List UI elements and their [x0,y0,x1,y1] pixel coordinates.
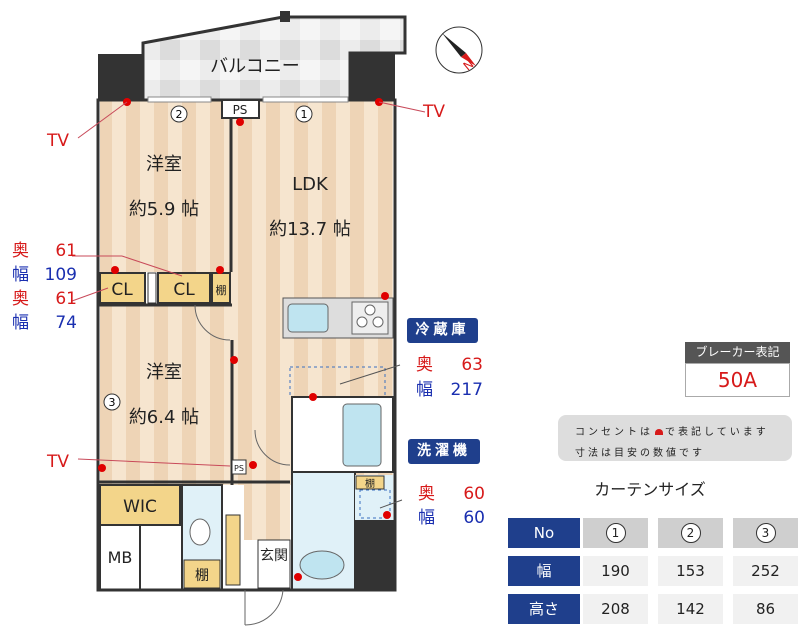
note-line1a: コンセントは [575,427,653,438]
ps-label: PS [233,103,248,117]
curtain-title: カーテンサイズ [594,480,706,499]
curtain-no-3: 3 [733,518,798,548]
note-line1b: で表記しています [665,427,769,438]
mb-label: MB [108,548,133,567]
curtain-height-2: 142 [658,594,723,624]
compass-needle [442,33,466,57]
breaker-header: ブレーカー表記 [685,342,790,363]
outlet-icon [655,429,663,435]
wic-label: WIC [123,497,157,517]
note-box: コンセントは で表記しています 寸法は目安の数値です [558,415,792,461]
tv-label-2: TV [423,102,446,122]
outlet-markers [98,98,391,581]
fridge-tag: 冷蔵庫 [407,318,478,343]
note-line2: 寸法は目安の数値です [575,448,705,459]
ldk-size: 約13.7 帖 [269,219,351,240]
closet-1-label: CL [111,280,133,300]
curtain-no-1: 1 [583,518,648,548]
curtain-height-3: 86 [733,594,798,624]
curtain-header-height: 高さ [508,594,580,624]
shelf-1-label: 棚 [216,283,227,297]
balcony-label: バルコニー [210,56,300,77]
curtain-header-width: 幅 [508,556,580,586]
shelf-3-label: 棚 [365,477,375,490]
tv-label-1: TV [47,131,70,151]
window-3-marker: 3 [109,396,116,409]
shelf-2-label: 棚 [195,568,209,584]
entrance-label-text: 玄関 [260,547,288,564]
ldk-name: LDK [292,174,329,195]
western-room-1-name: 洋室 [146,154,182,175]
western-room-2-size: 約6.4 帖 [129,407,199,428]
western-room-2-name: 洋室 [146,362,182,383]
curtain-width-1: 190 [583,556,648,586]
tv-label-3: TV [47,452,70,472]
curtain-height-1: 208 [583,594,648,624]
ps-label-2: PS [234,464,244,473]
breaker-value: 50A [685,363,790,397]
curtain-no-2: 2 [658,518,723,548]
curtain-width-2: 153 [658,556,723,586]
window-1-marker: 1 [301,108,308,121]
curtain-header-no: No [508,518,580,548]
washer-tag: 洗濯機 [408,439,480,464]
curtain-width-3: 252 [733,556,798,586]
closet-2-label: CL [173,280,195,300]
western-room-1-size: 約5.9 帖 [129,199,199,220]
entrance-label: 玄関 [260,547,288,564]
window-2-marker: 2 [176,108,183,121]
